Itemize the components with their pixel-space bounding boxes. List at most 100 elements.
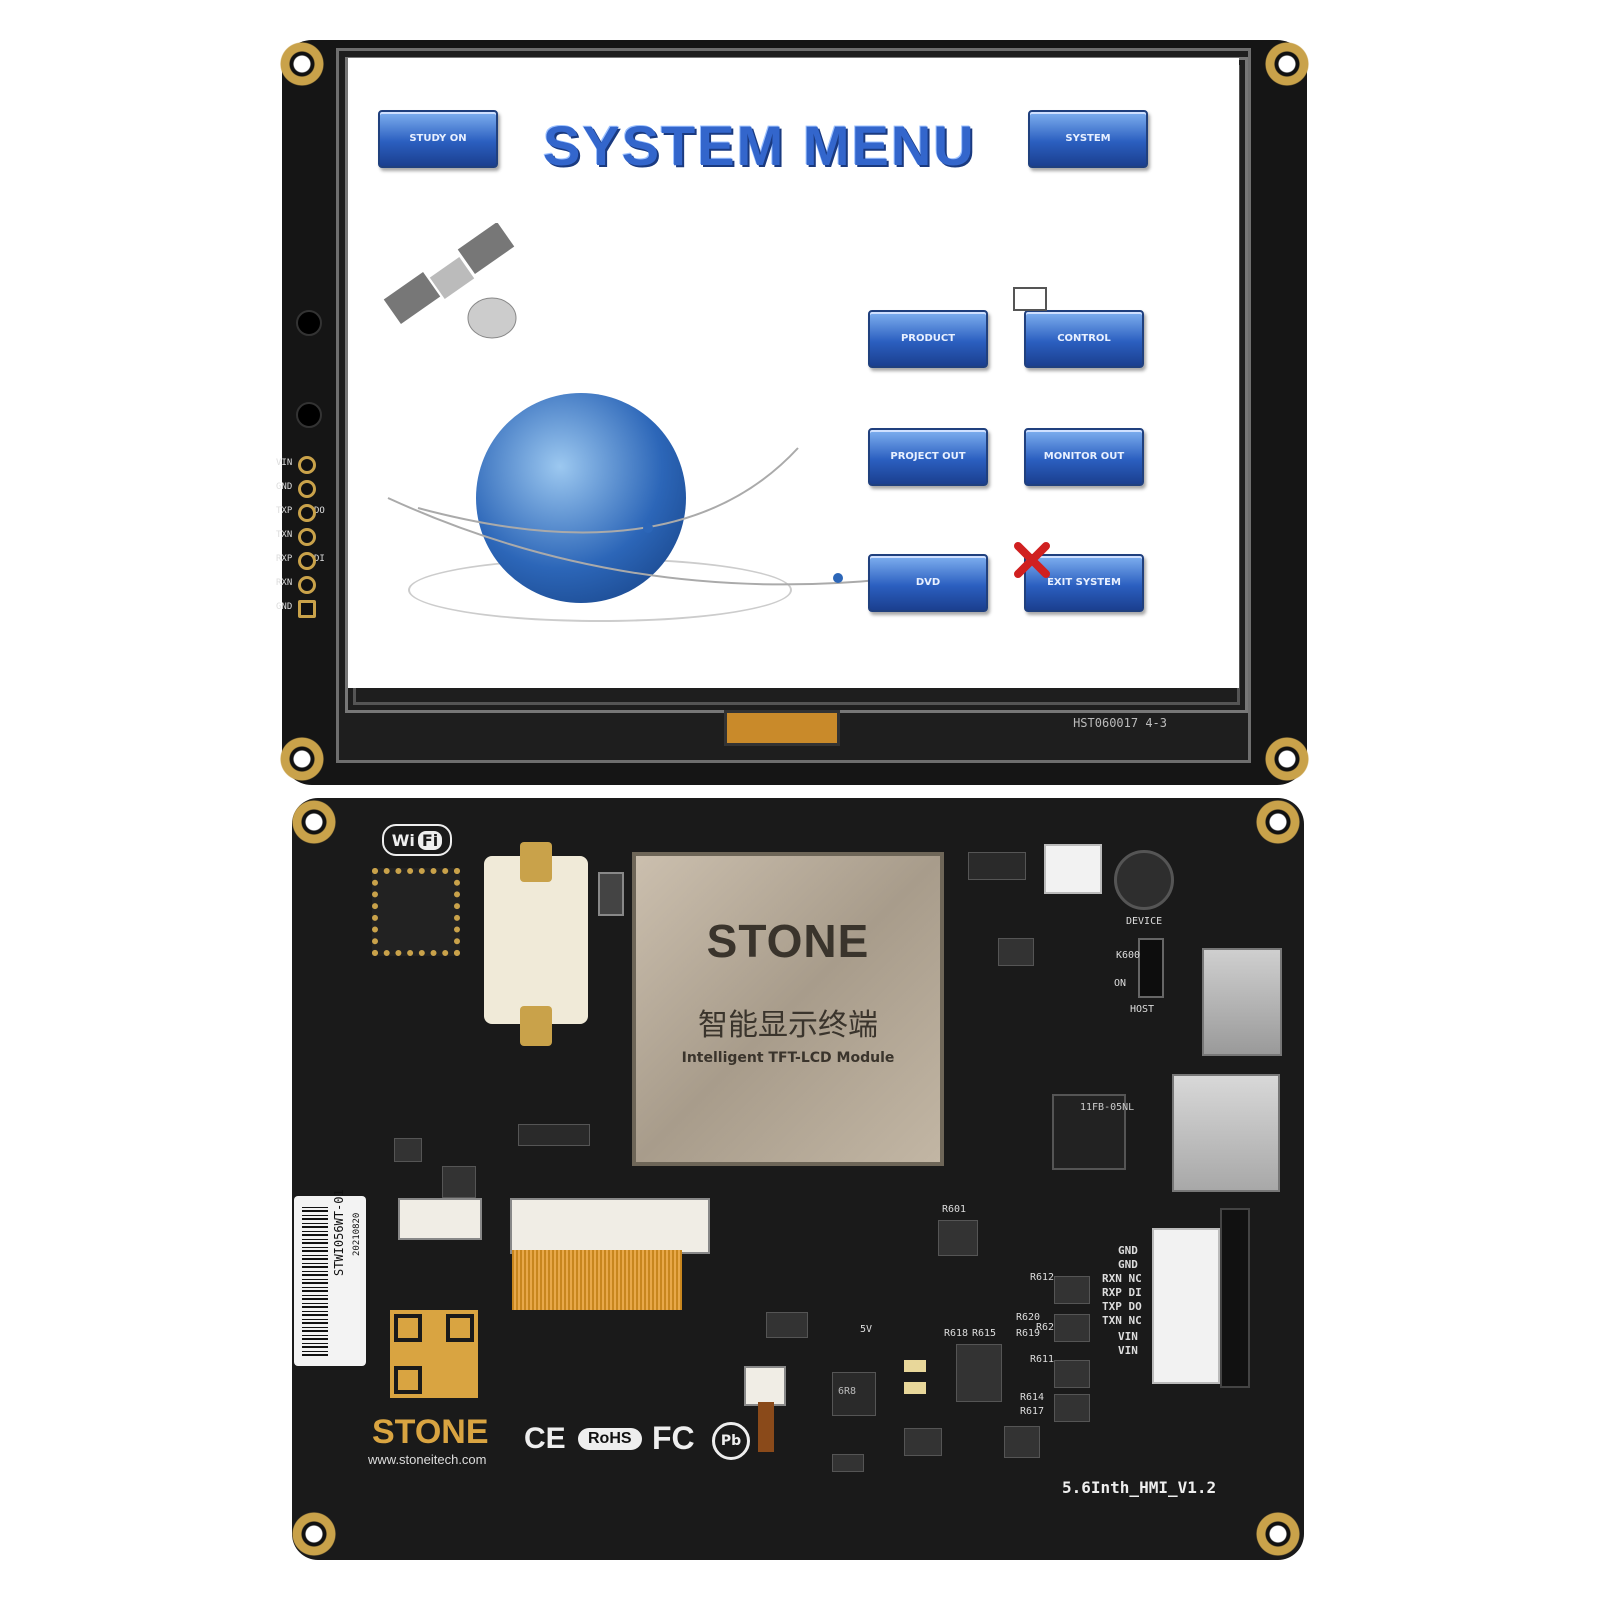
panel-model-marking: HST060017 4-3 (1073, 716, 1167, 730)
component-label: R615 (972, 1328, 997, 1339)
pin-side-label: DO (314, 506, 325, 516)
mounting-hole (1265, 42, 1309, 86)
system-button[interactable]: SYSTEM (1028, 110, 1148, 168)
menu-title: SYSTEM MENU (543, 114, 976, 177)
lcd-fpc-connector (510, 1198, 710, 1254)
lcd-screen: SYSTEM MENU STUDY ON SYSTEM PRODUCT CONT… (348, 58, 1239, 688)
pin-pad (298, 552, 316, 570)
ic-chip (1004, 1426, 1040, 1458)
dvd-button[interactable]: DVD (868, 554, 988, 612)
ic-chip (904, 1428, 942, 1456)
component-label: R618 (944, 1328, 969, 1339)
pin-side-label: DI (314, 554, 325, 564)
pin-label: GND (276, 602, 293, 612)
connector-pin: RXP DI (1102, 1286, 1142, 1299)
device-host-switch[interactable] (1138, 938, 1164, 998)
resistor-array (968, 852, 1026, 880)
small-connector (744, 1366, 786, 1406)
uart-connector[interactable] (1152, 1228, 1220, 1384)
led-indicator (296, 310, 322, 336)
rohs-mark: RoHS (578, 1428, 642, 1450)
reset-button[interactable] (598, 872, 624, 916)
ic-chip (442, 1166, 476, 1198)
pin-label: TXP (276, 506, 293, 516)
connector-pin: RXN NC (1102, 1272, 1142, 1285)
monitor-icon (1013, 287, 1047, 311)
connector-pin: GND (1118, 1244, 1138, 1257)
pin-label: RXN (276, 578, 293, 588)
inductor (832, 1372, 876, 1416)
ribbon-connector (724, 710, 840, 746)
inductor-smd (1054, 1394, 1090, 1422)
pin-pad (298, 456, 316, 474)
fc-mark: FC (652, 1420, 695, 1456)
barcode (302, 1206, 328, 1356)
pin-label: RXP (276, 554, 293, 564)
power-connector (1044, 844, 1102, 894)
wifi-chip (372, 868, 460, 956)
component-label: R617 (1020, 1406, 1045, 1417)
mounting-hole (292, 1512, 336, 1556)
switch-label-host: HOST (1130, 1004, 1155, 1015)
main-processor-module: STONE 智能显示终端 Intelligent TFT-LCD Module (632, 852, 944, 1166)
ic-chip (938, 1220, 978, 1256)
ethernet-port[interactable] (1172, 1074, 1280, 1192)
control-button[interactable]: CONTROL (1024, 310, 1144, 368)
mounting-hole (1256, 1512, 1300, 1556)
pin-pad (298, 576, 316, 594)
mounting-hole (1265, 737, 1309, 781)
ic-chip (998, 938, 1034, 966)
mounting-hole (280, 737, 324, 781)
switch-label-on: ON (1114, 978, 1127, 989)
connector-pin: TXP DO (1102, 1300, 1142, 1313)
diode (832, 1454, 864, 1472)
pin-label: GND (276, 482, 293, 492)
pin-pad (298, 528, 316, 546)
usb-port[interactable] (1202, 948, 1282, 1056)
pin-label: TXN (276, 530, 293, 540)
component-label: 5V (860, 1324, 873, 1335)
resistor-array (518, 1124, 590, 1146)
capacitor (904, 1360, 926, 1372)
component-label: R620 (1016, 1312, 1041, 1323)
battery-clip (520, 842, 552, 882)
model-sticker: STWI056WT-01 20210820 (294, 1189, 366, 1366)
flex-cable (512, 1250, 682, 1310)
wifi-label-fi: Fi (417, 830, 443, 850)
sticker-model-number: STWI056WT-01 (332, 1189, 346, 1276)
chip-brand: STONE (706, 915, 870, 967)
transformer-label: 11FB-05NL (1080, 1102, 1135, 1113)
orbit-lines (387, 447, 899, 586)
chip-module-label: Intelligent TFT-LCD Module (681, 1050, 895, 1066)
satellite-icon (383, 223, 517, 339)
component-label: R622 (1036, 1322, 1061, 1333)
sticker-date: 20210820 (352, 1212, 362, 1256)
battery-holder (484, 842, 588, 1046)
connector-pin: GND (1118, 1258, 1138, 1271)
buzzer (1114, 850, 1174, 910)
small-flex-cable (758, 1402, 774, 1452)
component-label: R612 (1030, 1272, 1055, 1283)
ic-chip (394, 1138, 422, 1162)
connector-pin: VIN (1118, 1344, 1138, 1357)
monitor-out-button[interactable]: MONITOR OUT (1024, 428, 1144, 486)
product-button[interactable]: PRODUCT (868, 310, 988, 368)
pin-label: VIN (276, 458, 293, 468)
globe-icon (476, 393, 686, 603)
capacitor (904, 1382, 926, 1394)
pb-free-mark: Pb (712, 1422, 750, 1460)
switch-label-device: DEVICE (1126, 916, 1163, 927)
exit-system-button[interactable]: EXIT SYSTEM (1024, 554, 1144, 612)
inductor-smd (1054, 1314, 1090, 1342)
exit-x-icon (1014, 542, 1050, 578)
study-on-button[interactable]: STUDY ON (378, 110, 498, 168)
pin-pad (298, 480, 316, 498)
wifi-label-wi: Wi (391, 830, 415, 850)
ethernet-transformer (1052, 1094, 1126, 1170)
switch-label-k600: K600 (1116, 950, 1141, 961)
ce-mark: CE (524, 1422, 566, 1455)
component-label: R611 (1030, 1354, 1055, 1365)
inductor-label: 6R8 (838, 1386, 857, 1397)
project-out-button[interactable]: PROJECT OUT (868, 428, 988, 486)
component-label: R614 (1020, 1392, 1045, 1403)
